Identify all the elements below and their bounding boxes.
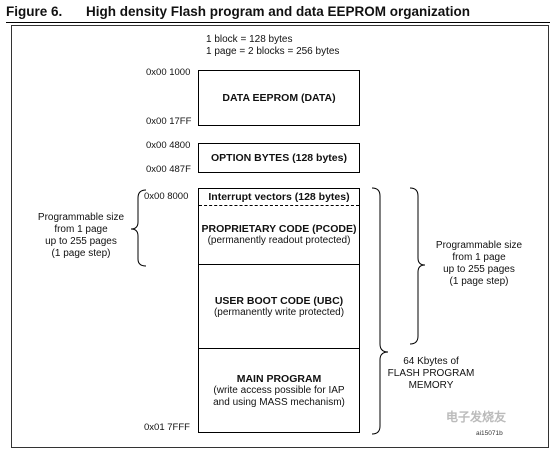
data-eeprom-block: DATA EEPROM (DATA) (198, 70, 360, 126)
address-flash-start: 0x00 8000 (144, 191, 189, 202)
legend-page-size: 1 page = 2 blocks = 256 bytes (206, 46, 340, 57)
main-program-desc-line1: (write access possible for IAP (213, 384, 345, 396)
interrupt-vectors-section: Interrupt vectors (128 bytes) (199, 189, 359, 206)
interrupt-vectors-label: Interrupt vectors (128 bytes) (208, 191, 350, 203)
left-note-line2: from 1 page (54, 224, 108, 235)
flash-note-line1: 64 Kbytes of (403, 356, 459, 367)
address-option-end: 0x00 487F (146, 164, 191, 175)
left-note-line3: up to 255 pages (45, 236, 117, 247)
flash-note-line3: MEMORY (408, 380, 454, 391)
main-program-section: MAIN PROGRAM (write access possible for … (199, 348, 359, 432)
data-eeprom-label: DATA EEPROM (DATA) (222, 92, 336, 104)
ubc-section: USER BOOT CODE (UBC) (permanently write … (199, 264, 359, 348)
right-size-note: Programmable size from 1 page up to 255 … (424, 240, 534, 288)
flash-memory-note: 64 Kbytes of FLASH PROGRAM MEMORY (376, 356, 486, 392)
flash-note-line2: FLASH PROGRAM (387, 368, 475, 379)
left-size-note: Programmable size from 1 page up to 255 … (26, 212, 136, 260)
pcode-section: PROPRIETARY CODE (PCODE) (permanently re… (199, 206, 359, 264)
title-rule (6, 22, 550, 23)
address-flash-end: 0x01 7FFF (144, 422, 190, 433)
watermark-logo: 电子发烧友 (446, 410, 507, 424)
option-bytes-label: OPTION BYTES (128 bytes) (211, 152, 347, 164)
legend-block-size: 1 block = 128 bytes (206, 34, 293, 45)
left-note-line4: (1 page step) (51, 248, 111, 259)
right-brace (409, 187, 426, 345)
address-option-start: 0x00 4800 (146, 140, 191, 151)
ubc-description: (permanently write protected) (213, 306, 345, 318)
main-program-desc-line2: and using MASS mechanism) (213, 396, 345, 408)
legend: 1 block = 128 bytes 1 page = 2 blocks = … (206, 34, 339, 58)
left-brace (130, 189, 147, 267)
figure-number: Figure 6. (6, 4, 63, 19)
ubc-title: USER BOOT CODE (UBC) (214, 294, 344, 307)
main-program-title: MAIN PROGRAM (236, 372, 322, 385)
flash-memory-stack: Interrupt vectors (128 bytes) PROPRIETAR… (198, 188, 360, 433)
pcode-title: PROPRIETARY CODE (PCODE) (201, 223, 357, 235)
address-eeprom-start: 0x00 1000 (146, 67, 191, 78)
flash-brace (371, 187, 389, 435)
right-note-line4: (1 page step) (449, 276, 509, 287)
right-note-line3: up to 255 pages (443, 264, 515, 275)
left-note-line1: Programmable size (37, 212, 125, 223)
figure-title: Figure 6. High density Flash program and … (6, 4, 470, 19)
figure-caption: High density Flash program and data EEPR… (86, 4, 471, 19)
address-eeprom-end: 0x00 17FF (146, 116, 192, 127)
option-bytes-block: OPTION BYTES (128 bytes) (198, 143, 360, 173)
reference-code: ai15071b (476, 430, 503, 437)
right-note-line2: from 1 page (452, 252, 506, 263)
figure-frame (11, 25, 549, 448)
pcode-description: (permanently readout protected) (207, 235, 351, 246)
right-note-line1: Programmable size (435, 240, 523, 251)
